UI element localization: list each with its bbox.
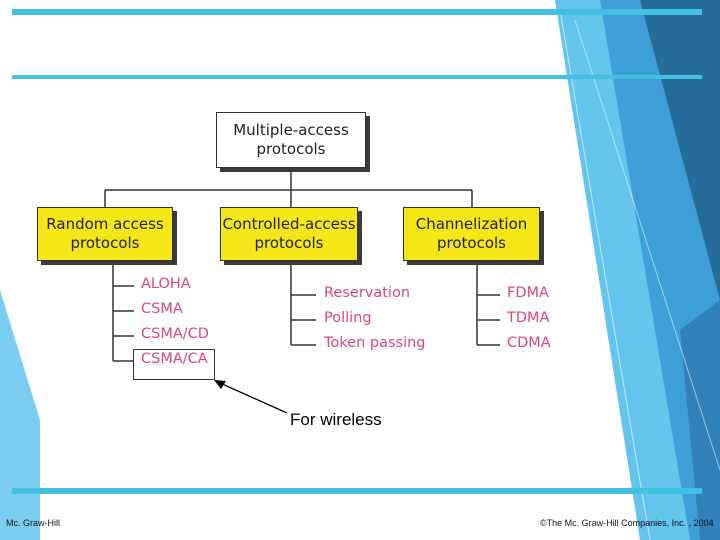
- channelization-node: Channelization protocols: [403, 207, 540, 261]
- controlled-access-node: Controlled-access protocols: [220, 207, 358, 261]
- item-tdma: TDMA: [507, 310, 550, 326]
- item-aloha: ALOHA: [141, 276, 191, 292]
- csma-ca-highlight: [133, 349, 215, 380]
- top-accent-bar: [12, 9, 702, 15]
- random-access-node: Random access protocols: [37, 207, 173, 261]
- item-csma: CSMA: [141, 301, 183, 317]
- footer-publisher: Mc. Graw-Hill: [6, 518, 60, 528]
- item-polling: Polling: [324, 310, 372, 326]
- item-token-passing: Token passing: [324, 335, 426, 351]
- item-fdma: FDMA: [507, 285, 549, 301]
- item-reservation: Reservation: [324, 285, 411, 301]
- item-cdma: CDMA: [507, 335, 551, 351]
- controlled-access-label: Controlled-access protocols: [222, 215, 356, 252]
- item-csma-cd: CSMA/CD: [141, 326, 209, 342]
- root-node-label: Multiple-access protocols: [233, 121, 349, 158]
- title-accent-bar: [12, 75, 702, 79]
- item-csma-ca: CSMA/CA: [141, 351, 208, 367]
- random-access-label: Random access protocols: [46, 215, 164, 252]
- bottom-accent-bar: [12, 488, 702, 494]
- footer-copyright: ©The Mc. Graw-Hill Companies, Inc. , 200…: [540, 518, 714, 528]
- root-node: Multiple-access protocols: [216, 112, 366, 168]
- wireless-annotation: For wireless: [290, 410, 382, 429]
- channelization-label: Channelization protocols: [415, 215, 528, 252]
